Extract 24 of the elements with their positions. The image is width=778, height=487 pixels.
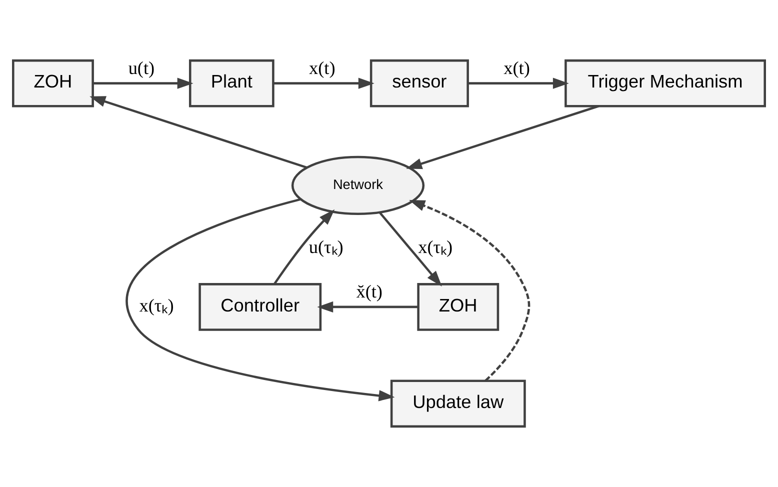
edge-label: x(τₖ) <box>139 295 174 316</box>
arrow <box>126 198 395 402</box>
node-box: Controller <box>198 283 322 331</box>
node-box: Trigger Mechanism <box>564 59 766 108</box>
node-box: Plant <box>188 59 274 108</box>
arrow <box>90 96 308 169</box>
arrow <box>317 301 418 313</box>
arrow <box>273 209 335 285</box>
edge-label: x(t) <box>309 58 336 78</box>
node-box: sensor <box>370 59 469 108</box>
arrow <box>409 200 530 382</box>
arrow <box>468 78 569 89</box>
edge-label: x̆(t) <box>356 282 382 302</box>
edge-label: u(τₖ) <box>308 237 344 258</box>
arrow <box>273 78 374 89</box>
edge-label: x(t) <box>504 58 530 78</box>
arrow <box>93 78 194 89</box>
edge-label: x(τₖ) <box>418 237 453 258</box>
edge-label: u(t) <box>128 58 155 78</box>
arrow <box>378 211 442 287</box>
node-box: Update law <box>390 380 526 428</box>
node-box: ZOH <box>12 59 94 108</box>
arrow <box>406 105 599 170</box>
node-box: ZOH <box>417 283 500 331</box>
